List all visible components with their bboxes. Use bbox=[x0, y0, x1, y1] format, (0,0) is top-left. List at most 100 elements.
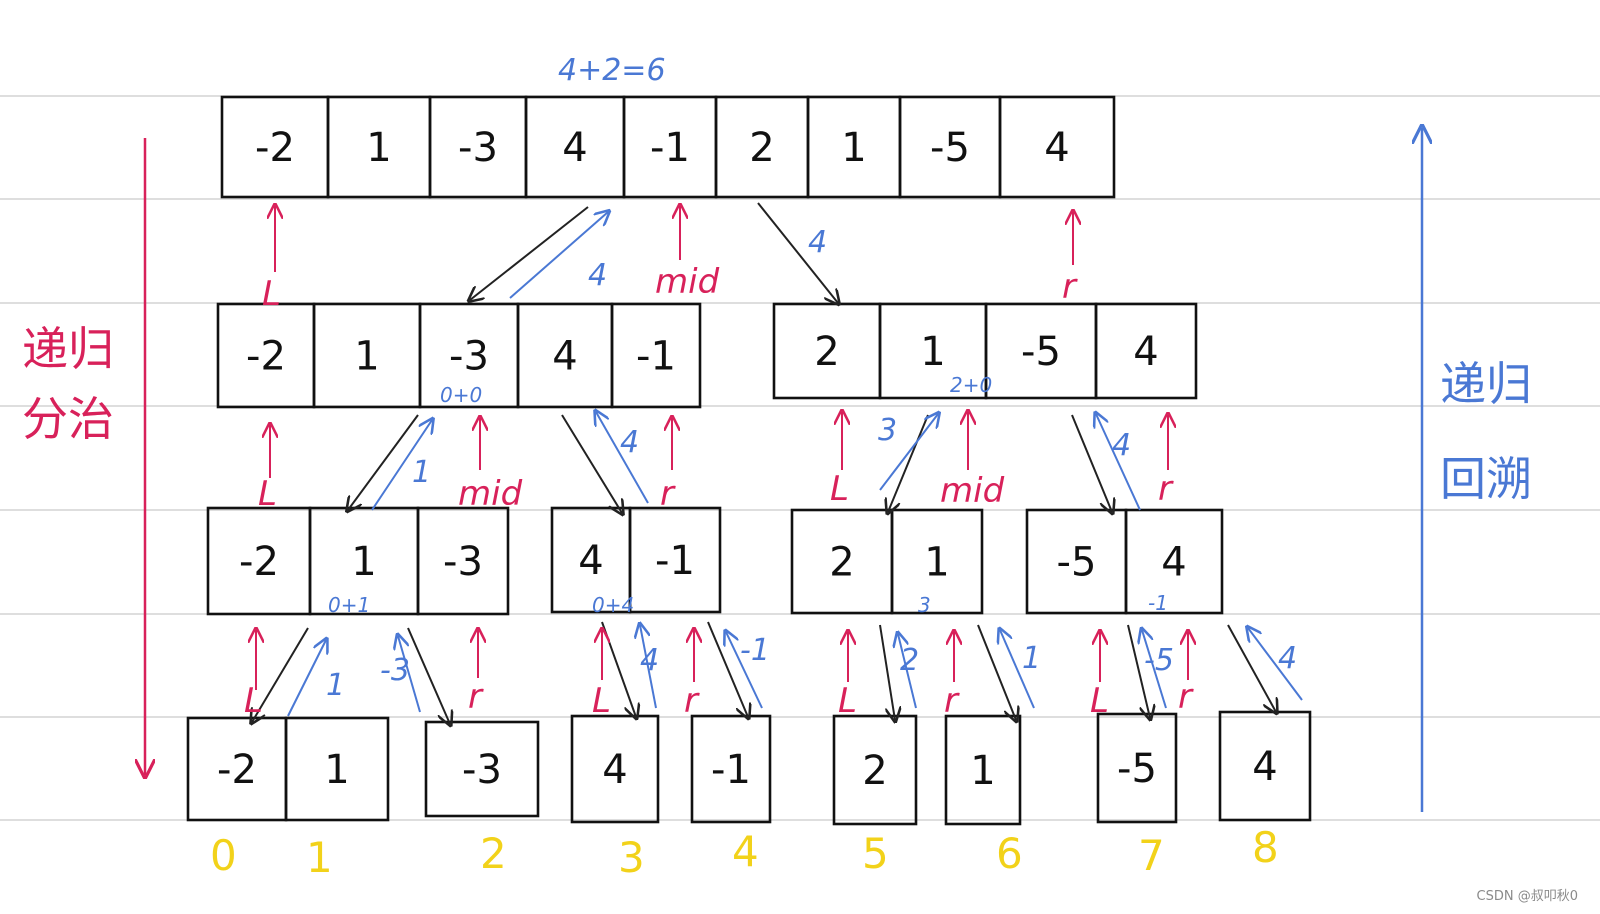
split-arrow-right-right bbox=[1071, 414, 1112, 512]
pointer-label-right-r: r bbox=[1158, 469, 1174, 509]
array-cell bbox=[628, 506, 722, 614]
array-cell bbox=[424, 720, 540, 818]
return-arrow-rr-left bbox=[1142, 630, 1167, 709]
array-cell bbox=[944, 714, 1022, 826]
watermark: CSDN @叔叩秋0 bbox=[1476, 889, 1578, 904]
array-cell bbox=[416, 506, 510, 616]
cross-label-ll: 0+1 bbox=[328, 593, 370, 617]
array-cell-value: 4 bbox=[1044, 125, 1069, 171]
return-label-left-left: 1 bbox=[412, 455, 431, 490]
index-0: 0 bbox=[210, 831, 237, 880]
array-leaf8: 4 bbox=[1218, 710, 1312, 822]
pointer-label-root-l: L bbox=[262, 274, 281, 314]
index-4: 4 bbox=[732, 827, 759, 876]
return-arrows bbox=[287, 212, 1303, 717]
side-right-line2: 回溯 bbox=[1440, 452, 1532, 506]
array-cell bbox=[1096, 712, 1178, 824]
array-cell-value: -1 bbox=[636, 334, 676, 380]
pointer-label-ll-r: r bbox=[468, 677, 484, 717]
index-8: 8 bbox=[1252, 823, 1279, 872]
array-cell-value: 2 bbox=[749, 125, 774, 171]
array-cell-value: -3 bbox=[449, 334, 489, 380]
cross-label-rl: 3 bbox=[918, 593, 931, 617]
array-cell-value: -2 bbox=[217, 747, 257, 793]
array-cell bbox=[1124, 508, 1224, 615]
array-cell-value: 1 bbox=[354, 334, 379, 380]
array-leaf4: -1 bbox=[690, 714, 772, 824]
return-arrow-right-left bbox=[879, 414, 938, 491]
index-7: 7 bbox=[1138, 831, 1165, 880]
pointer-label-rr-l: L bbox=[1090, 681, 1109, 721]
array-cell-value: 4 bbox=[1252, 744, 1277, 790]
return-arrow-rl-left bbox=[898, 634, 917, 709]
array-cell bbox=[890, 508, 984, 615]
array-cell-value: 4 bbox=[578, 538, 603, 584]
return-label-rr-right: 4 bbox=[1278, 641, 1297, 676]
split-arrow-root-left bbox=[470, 206, 589, 300]
array-cell-value: -3 bbox=[458, 125, 498, 171]
return-label-root-left: 4 bbox=[588, 258, 607, 293]
pointer-label-lr-l: L bbox=[592, 681, 611, 721]
return-label-left-right: 4 bbox=[620, 425, 639, 460]
return-label-lr-left: 4 bbox=[640, 643, 659, 678]
return-arrow-rl-right bbox=[1000, 630, 1035, 709]
array-cell-value: -5 bbox=[1057, 540, 1097, 586]
split-arrow-ll-right bbox=[407, 627, 450, 724]
return-arrow-right-right bbox=[1096, 414, 1141, 511]
pointer-label-root-mid: mid bbox=[655, 262, 720, 302]
array-cell-value: -3 bbox=[443, 539, 483, 585]
array-cell-value: -3 bbox=[462, 747, 502, 793]
return-arrow-lr-right bbox=[726, 632, 763, 709]
return-arrow-left-left bbox=[371, 420, 432, 511]
array-cell-value: -2 bbox=[246, 334, 286, 380]
return-label-rl-left: 2 bbox=[900, 643, 919, 678]
pointer-label-right-l: L bbox=[830, 469, 849, 509]
pointer-label-left-r: r bbox=[660, 474, 676, 514]
array-cell-value: 2 bbox=[829, 540, 854, 586]
array-cell-value: 1 bbox=[920, 329, 945, 375]
array-leaf7: -5 bbox=[1096, 712, 1178, 824]
split-arrows bbox=[252, 202, 1276, 724]
array-cell-value: -5 bbox=[930, 125, 970, 171]
return-label-ll-right: -3 bbox=[380, 653, 410, 688]
return-label-lr-right: -1 bbox=[740, 633, 770, 668]
array-cell-value: 1 bbox=[366, 125, 391, 171]
side-left-line1: 递归 bbox=[22, 322, 114, 376]
index-3: 3 bbox=[618, 833, 645, 882]
array-cell bbox=[1094, 302, 1198, 400]
split-arrow-left-left bbox=[348, 414, 419, 510]
pointer-label-left-mid: mid bbox=[458, 474, 523, 514]
return-arrow-ll-right bbox=[398, 636, 421, 713]
array-cell-value: 2 bbox=[814, 329, 839, 375]
return-label-rl-right: 1 bbox=[1022, 641, 1041, 676]
array-cell-value: 2 bbox=[862, 748, 887, 794]
return-arrow-left-right bbox=[596, 412, 649, 504]
pointer-label-left-l: L bbox=[258, 474, 277, 514]
array-leaf6: 1 bbox=[944, 714, 1022, 826]
array-cell-value: 1 bbox=[924, 540, 949, 586]
pointer-label-root-r: r bbox=[1062, 267, 1078, 307]
split-arrow-rl-left bbox=[879, 624, 895, 720]
split-arrow-lr-right bbox=[707, 621, 748, 717]
array-cell-value: 1 bbox=[841, 125, 866, 171]
pointer-label-rl-r: r bbox=[944, 681, 960, 721]
index-6: 6 bbox=[996, 829, 1023, 878]
split-arrow-ll-left bbox=[252, 627, 309, 722]
return-arrow-lr-left bbox=[640, 625, 657, 709]
return-label-right-right: 4 bbox=[1112, 428, 1131, 463]
pointer-label-rl-l: L bbox=[838, 681, 857, 721]
array-cell-value: -1 bbox=[655, 538, 695, 584]
top-sum: 4+2=6 bbox=[558, 53, 666, 88]
return-label-root-right: 4 bbox=[808, 225, 827, 260]
ruled-lines bbox=[0, 95, 1600, 821]
split-arrow-root-right bbox=[757, 202, 838, 303]
array-leaf3: 4 bbox=[570, 714, 660, 824]
array-cell-value: 1 bbox=[324, 747, 349, 793]
